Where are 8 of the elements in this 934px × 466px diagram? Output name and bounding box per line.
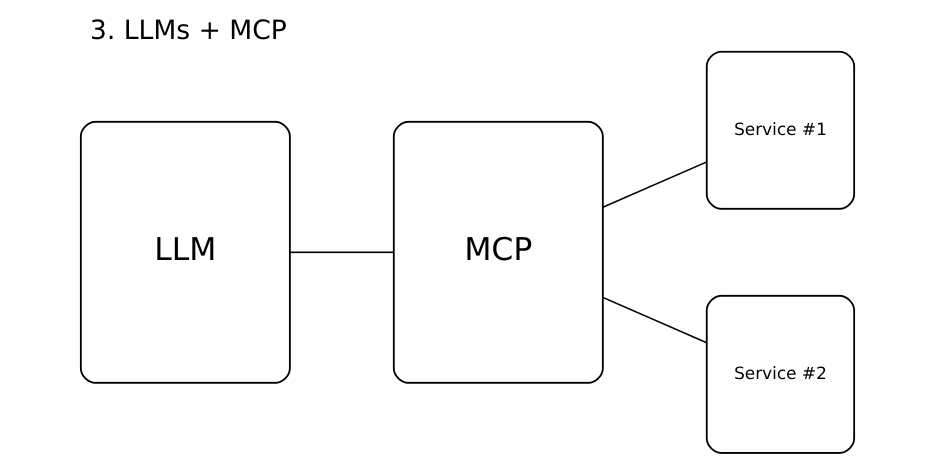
node-box: LLM [79,120,290,384]
connector [602,161,706,208]
diagram-title: 3. LLMs + MCP [89,15,286,46]
node-box: Service #2 [705,294,855,454]
connector [602,296,706,344]
connector [289,252,394,254]
node-box: Service #1 [705,50,855,210]
node-box: MCP [392,120,604,384]
